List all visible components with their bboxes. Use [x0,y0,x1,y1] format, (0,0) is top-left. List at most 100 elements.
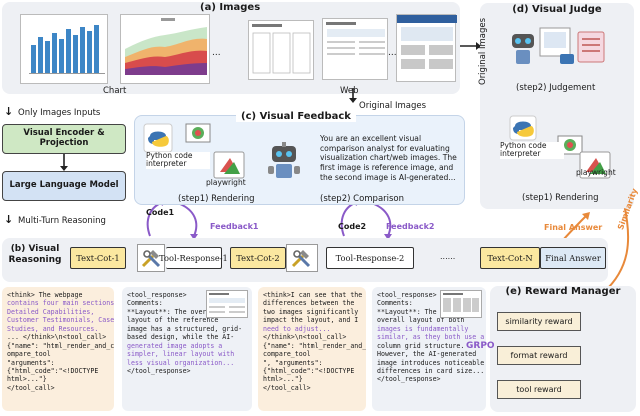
note2-line: image has a structured, grid- [127,324,243,333]
visual-judge-title: (d) Visual Judge [512,4,602,15]
note-think-1: <think> The webpage contains four main s… [2,287,114,411]
code2-label: Code2 [338,222,367,231]
judgement-label: (step2) Judgement [516,83,596,93]
web-page-image [326,22,385,55]
code1-label: Code1 [146,208,175,217]
final-answer-arrowhead [582,212,590,220]
note4-line: images is fundamentally [377,324,469,333]
note3-line: ", "arguments": [263,358,323,367]
note1-line: ... </think>\n<tool_call> [7,333,107,342]
python-icon [143,123,245,179]
reasoning-title: (b) Visual Reasoning [6,244,64,266]
original-images-label: Original Images [359,101,427,111]
note3-line: </think>\n<tool_call> [263,333,347,342]
tool-icon-1 [137,244,165,272]
grpo-label: GRPO [466,341,495,351]
similarity-arrow [603,203,630,293]
note4-line: <tool_response> [377,291,437,299]
llm-box: Large Language Model [2,171,126,201]
chart-thumbnail-area [120,14,210,84]
note4-thumbnail [440,290,482,318]
chip-text-cot-2: Text-Cot-2 [230,247,286,269]
visual-encoder-box: Visual Encoder & Projection [2,124,126,154]
note3-line: </tool_call> [263,383,311,392]
note1-line: ompare_tool [7,350,51,359]
judge-original-images-label: Original Images [478,17,488,85]
note4-line: </tool_response> [377,375,441,384]
judge-python-label: Python code interpreter [500,141,564,159]
visual-feedback-title: (c) Visual Feedback [236,111,356,122]
note1-line: Customer Testimonials, Case [7,316,114,325]
chip-text-cot-1: Text-Cot-1 [70,247,126,269]
robot-icon [266,140,302,184]
note1-line: Studies, and Resources. [7,324,99,333]
images-web-dots: ... [388,48,397,58]
note2-line: Comments: [127,299,163,308]
reward-title: (e) Reward Manager [505,286,621,297]
note2-line: less visual organization... [127,358,235,367]
final-answer-arrow-label: Final Answer [544,223,603,232]
web-thumbnail-2 [322,18,388,80]
chip-tool-response-1: Tool-Response-1 [159,247,228,269]
chip-tool-response-2: Tool-Response-2 [326,247,414,269]
web-label: Web [340,86,359,96]
note4-line: differences in card size... [377,366,485,375]
note1-line: </tool_call> [7,383,55,392]
web-page-image [443,293,479,312]
web-page-image [397,15,457,69]
note3-line: html>..."} [263,375,303,384]
reasoning-dots: ...... [440,252,456,261]
feedback2-arc [373,203,392,237]
images-title: (a) Images [200,2,261,13]
encoder-to-llm-arrowhead [60,166,68,171]
note-tool-response-1: <tool_response> Comments: **Layout**: Th… [122,287,252,411]
judge-robots-image [512,27,605,64]
playwright-label: playwright [206,178,246,187]
render-tools-group [140,122,250,192]
chip-text-cot-n: Text-Cot-N [480,247,540,269]
web-thumbnail-3 [396,14,457,82]
note1-line: Detailed Capabilities, [7,307,95,316]
note1-line: {"name": "html_render_and_c [7,341,114,350]
note4-line: similar, as they both use a 4- [377,333,486,342]
note4-line: **Layout**: The [377,307,437,316]
note2-line: based design, while the AI- [127,333,235,342]
judge-playwright-label: playwright [576,168,616,177]
bar-chart-image [29,25,105,74]
feedback2-arrowhead [384,234,392,240]
note2-line: generated image adopts a [127,341,223,350]
note4-line: column grid structure. [377,341,465,350]
note1-line: contains four main sections: [7,299,114,308]
original-images-arrowhead [349,98,357,103]
feedback1-arc [179,203,198,237]
step2-comparison-label: (step2) Comparison [320,194,405,204]
web-page-image [209,293,245,313]
chart-thumbnail-bar [20,14,108,84]
note2-thumbnail [206,290,248,318]
python-label: Python code interpreter [146,151,210,169]
images-dots: ... [212,48,221,58]
reasoning-title-text: (b) Visual Reasoning [8,244,62,265]
note1-line: "arguments": [7,358,55,367]
judge-render-tools [496,112,616,182]
feedback2-label: Feedback2 [386,222,435,231]
note3-line: compare_tool [263,350,311,359]
note-think-2: <think>I can see that the differences be… [258,287,366,411]
note2-line: layout of the reference [127,316,219,325]
note3-line: impact the layout, and I [263,316,359,325]
note2-line: **Layout**: The overall [127,307,219,316]
wrench-screwdriver-icon [291,250,311,268]
images-to-judge-arrowhead [476,42,481,50]
note1-line: {"html_code":"<!DOCTYPE [7,366,99,375]
chip-final-answer: Final Answer [540,247,606,269]
judge-robot-group [504,24,612,72]
note3-line: need to adjust... [263,324,331,333]
judge-tools-image [509,115,611,179]
tool-icon-2 [286,244,318,272]
prompt-text: You are an excellent visual comparison a… [320,134,457,182]
note-tool-response-2: <tool_response> Comments: **Layout**: Th… [372,287,486,411]
down-arrow-1: ↓ [4,105,14,118]
note3-line: {"html_code":"<!DOCTYPE [263,366,355,375]
note3-line: {"name": "html_render_and_ [263,341,366,350]
note3-line: two images significantly [263,307,359,316]
